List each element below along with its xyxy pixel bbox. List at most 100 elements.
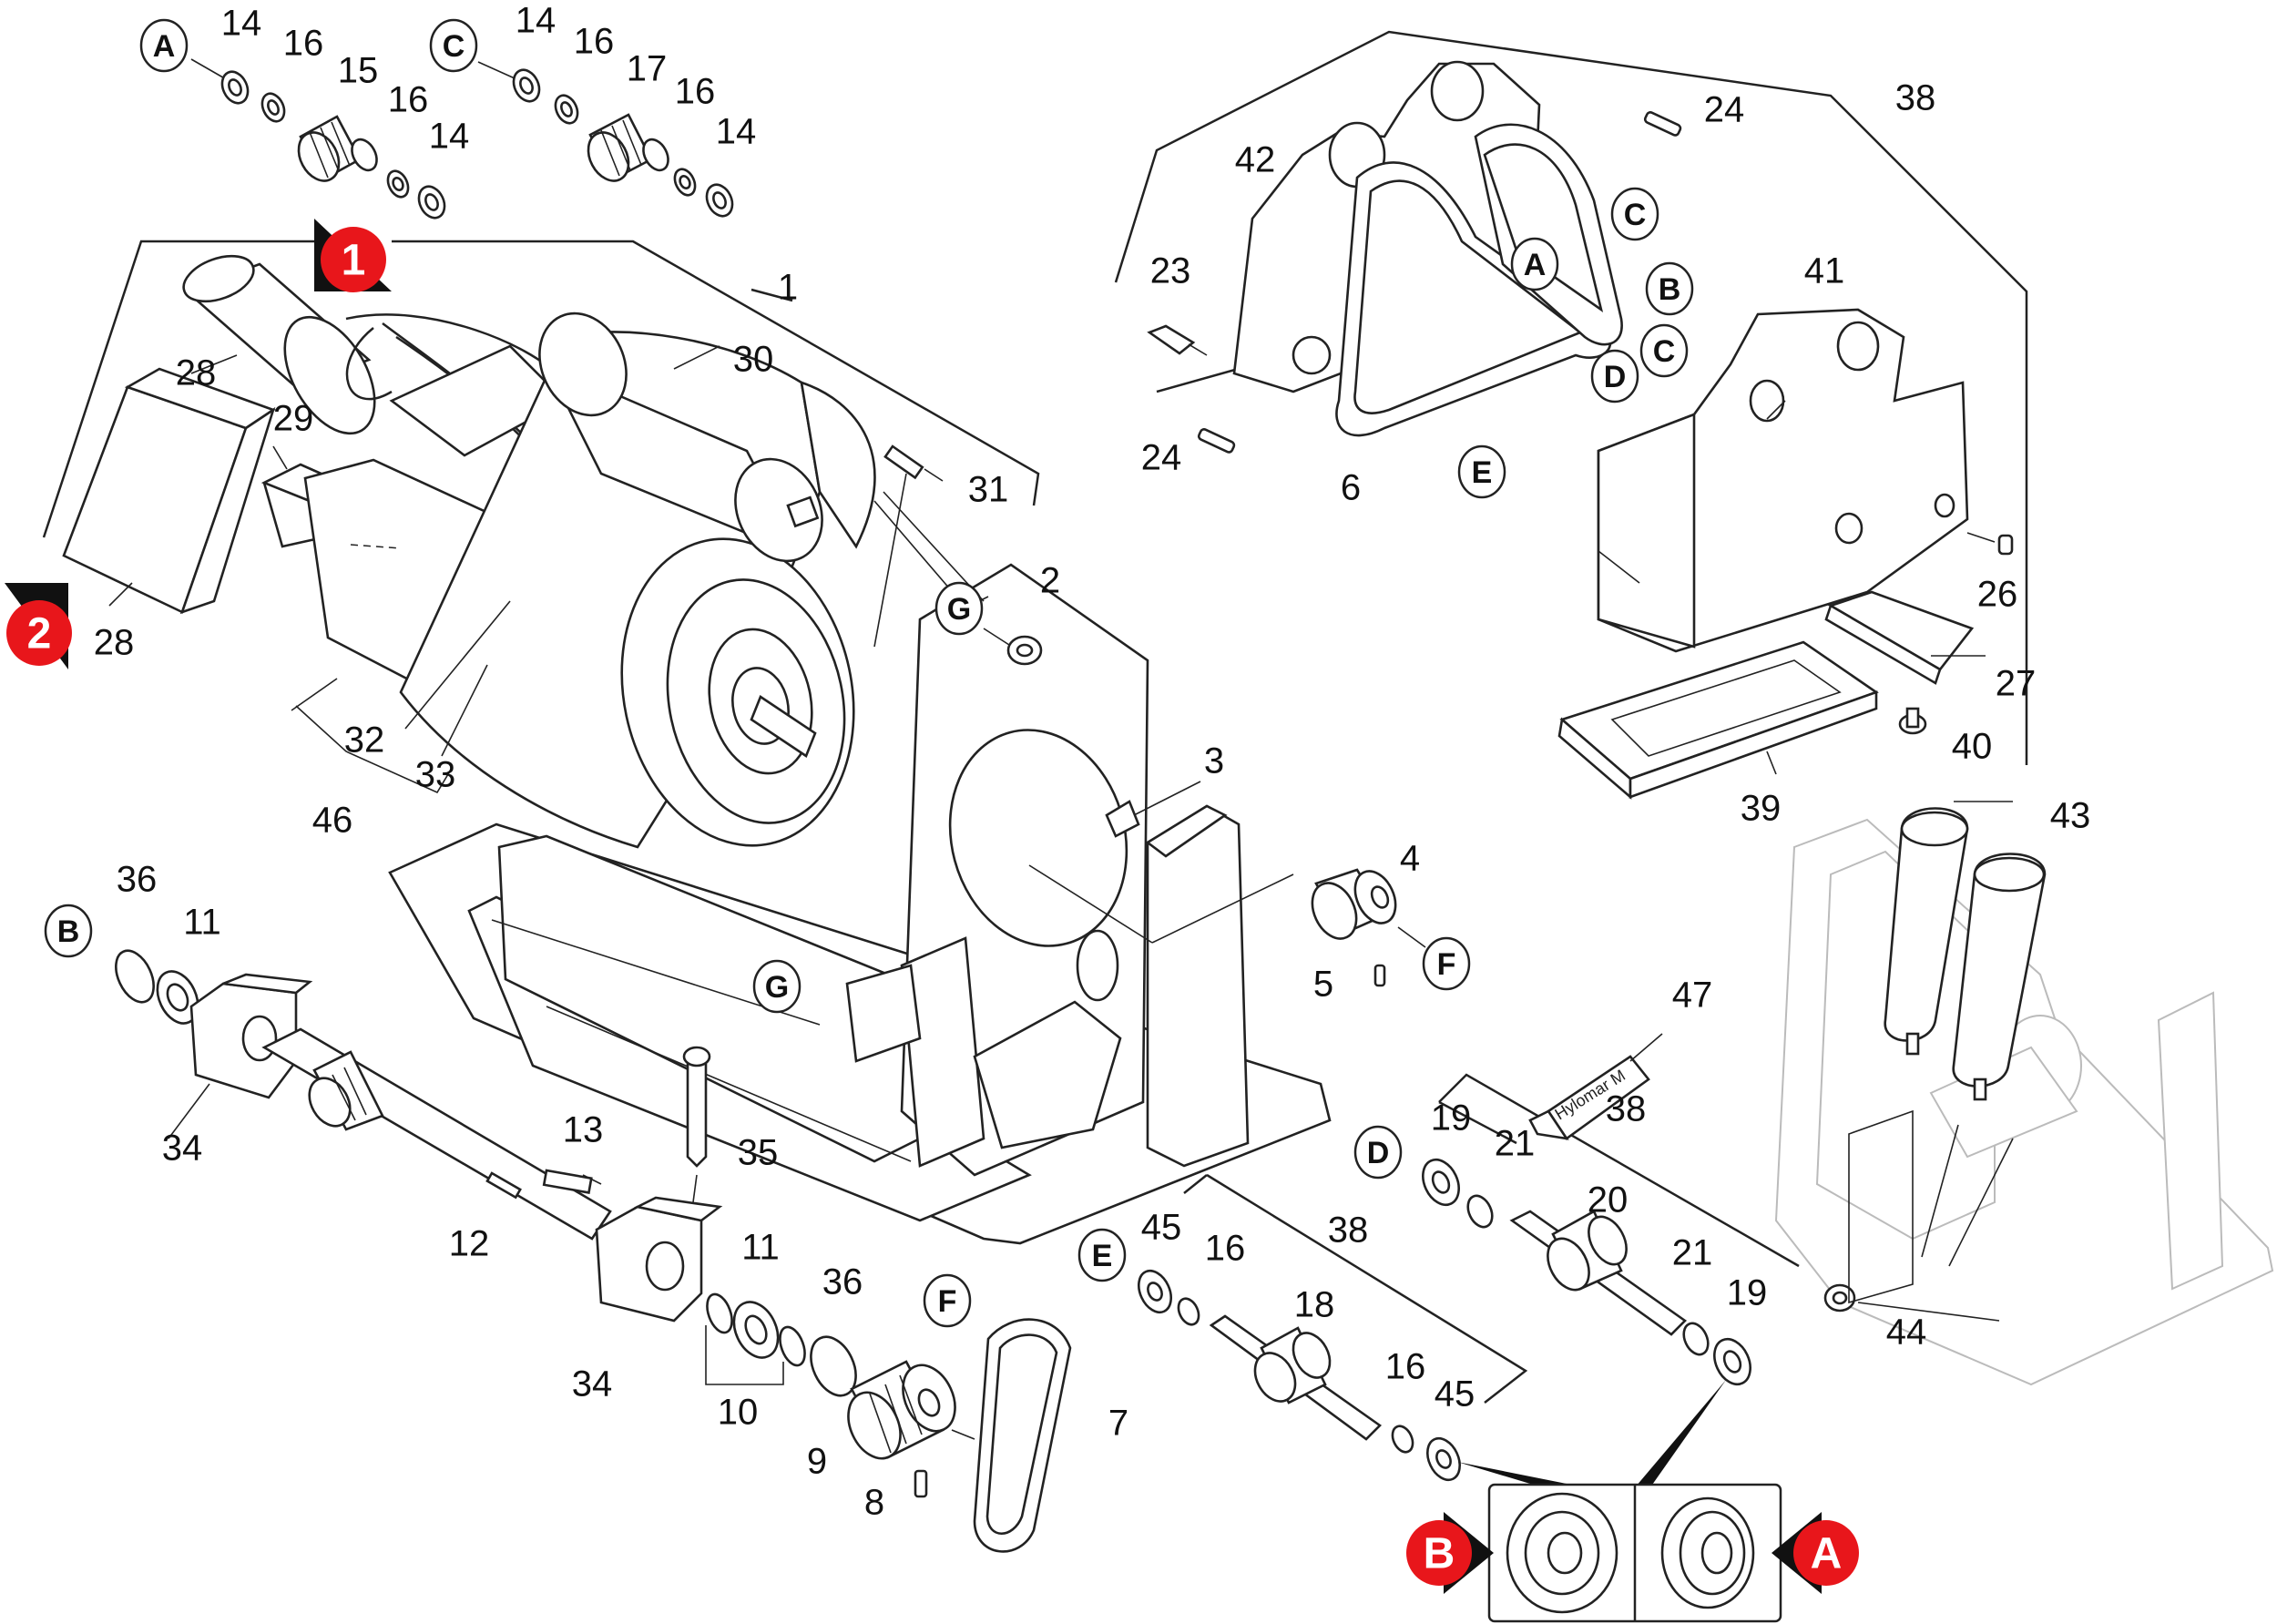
marker-c-belt2: C bbox=[1639, 323, 1689, 378]
marker-d-bearing: D bbox=[1353, 1125, 1403, 1180]
svg-text:G: G bbox=[947, 592, 971, 627]
key-31 bbox=[873, 444, 944, 648]
part-number: 9 bbox=[807, 1442, 827, 1482]
svg-text:C: C bbox=[1624, 198, 1647, 232]
detail-marker-a: A bbox=[1772, 1512, 1859, 1594]
part-number: 7 bbox=[1108, 1404, 1128, 1444]
part-number: 28 bbox=[176, 353, 217, 393]
setscrew-5 bbox=[1373, 964, 1386, 987]
part-number: 16 bbox=[283, 24, 324, 64]
part-number: 24 bbox=[1141, 438, 1182, 478]
view-marker-1: 1 bbox=[314, 219, 392, 292]
leader-lines bbox=[108, 345, 2013, 1322]
motor-assembly bbox=[62, 254, 1332, 1245]
svg-text:E: E bbox=[1092, 1239, 1113, 1273]
svg-text:B: B bbox=[1424, 1530, 1455, 1578]
part-number: 2 bbox=[1040, 561, 1060, 601]
part-number: 16 bbox=[388, 80, 429, 120]
part-number: 34 bbox=[572, 1364, 613, 1404]
motor-assembly-bracket bbox=[42, 240, 1040, 538]
part-number: 38 bbox=[1606, 1089, 1647, 1129]
svg-text:E: E bbox=[1472, 455, 1493, 490]
part-number: 17 bbox=[627, 49, 668, 89]
part-number: 13 bbox=[563, 1110, 604, 1150]
belt-assembly bbox=[1147, 60, 2014, 800]
svg-text:F: F bbox=[1437, 947, 1456, 982]
marker-d-belt: D bbox=[1590, 349, 1639, 403]
part-number: 43 bbox=[2050, 796, 2091, 836]
part-number: 14 bbox=[221, 4, 262, 44]
part-number: 29 bbox=[273, 399, 314, 439]
marker-f-pulley: F bbox=[1422, 936, 1471, 991]
letter-markers: A C C A B C D E bbox=[44, 18, 1694, 1328]
screw-3 bbox=[1105, 781, 1201, 838]
marker-f-belt: F bbox=[923, 1273, 972, 1328]
part-number: 44 bbox=[1886, 1312, 1927, 1353]
part-number: 24 bbox=[1704, 90, 1745, 130]
svg-text:D: D bbox=[1367, 1136, 1390, 1170]
nut-2 bbox=[983, 628, 1043, 666]
part-number: 1 bbox=[778, 268, 798, 308]
part-number: 36 bbox=[117, 860, 158, 900]
marker-e-belt: E bbox=[1457, 444, 1506, 499]
part-number: 14 bbox=[429, 117, 470, 157]
part-number: 16 bbox=[675, 72, 716, 112]
part-number: 21 bbox=[1672, 1233, 1713, 1273]
svg-text:C: C bbox=[443, 29, 465, 64]
part-number: 28 bbox=[94, 623, 135, 663]
part-number: 45 bbox=[1141, 1208, 1182, 1248]
marker-e-bearing: E bbox=[1077, 1228, 1127, 1282]
svg-text:A: A bbox=[1811, 1530, 1843, 1578]
part-number: 42 bbox=[1235, 140, 1276, 180]
svg-text:F: F bbox=[938, 1284, 957, 1319]
part-number: 20 bbox=[1588, 1180, 1629, 1221]
shaft-assembly bbox=[115, 949, 1072, 1553]
part-number: 8 bbox=[864, 1483, 884, 1523]
part-number: 26 bbox=[1977, 575, 2018, 615]
marker-a-belt: A bbox=[1510, 237, 1559, 291]
part-number: 47 bbox=[1672, 975, 1713, 1016]
part-number: 41 bbox=[1804, 251, 1845, 291]
part-number: 14 bbox=[516, 1, 556, 41]
part-number: 35 bbox=[738, 1133, 779, 1173]
marker-c-belt1: C bbox=[1610, 187, 1659, 241]
svg-text:A: A bbox=[1524, 248, 1547, 282]
svg-text:G: G bbox=[765, 970, 789, 1005]
part-number: 30 bbox=[733, 340, 774, 380]
marker-c-top: C bbox=[429, 18, 478, 73]
part-number: 31 bbox=[968, 470, 1009, 510]
part-number: 11 bbox=[183, 903, 221, 943]
part-number: 27 bbox=[1996, 664, 2037, 704]
marker-g-shaft: G bbox=[934, 581, 984, 636]
part-number: 19 bbox=[1431, 1098, 1472, 1139]
part-number: 11 bbox=[741, 1228, 780, 1268]
svg-text:1: 1 bbox=[342, 237, 366, 285]
svg-text:2: 2 bbox=[27, 610, 52, 659]
part-number: 39 bbox=[1741, 789, 1782, 829]
part-number: 38 bbox=[1895, 78, 1936, 118]
part-number: 19 bbox=[1727, 1273, 1768, 1313]
part-number: 5 bbox=[1313, 965, 1333, 1005]
marker-b-belt: B bbox=[1645, 261, 1694, 316]
svg-text:B: B bbox=[1659, 272, 1681, 307]
marker-a-top: A bbox=[139, 18, 189, 73]
svg-text:C: C bbox=[1653, 334, 1676, 369]
part-number: 4 bbox=[1400, 839, 1420, 879]
part-number: 3 bbox=[1204, 741, 1224, 781]
bearing-detail-view bbox=[1487, 1483, 1782, 1623]
part-number-labels: 14 16 15 16 14 14 16 17 16 14 1 28 30 29… bbox=[94, 1, 2091, 1523]
svg-text:B: B bbox=[57, 914, 80, 949]
svg-text:D: D bbox=[1604, 360, 1627, 394]
marker-g-lower: G bbox=[752, 959, 802, 1014]
part-number: 38 bbox=[1328, 1210, 1369, 1251]
part-number: 16 bbox=[1205, 1229, 1246, 1269]
part-number: 15 bbox=[338, 51, 379, 91]
part-number: 36 bbox=[822, 1262, 863, 1302]
part-number: 21 bbox=[1495, 1124, 1536, 1164]
svg-text:A: A bbox=[153, 29, 176, 64]
rollers-43 bbox=[1823, 807, 2047, 1312]
part-number: 33 bbox=[415, 755, 456, 795]
part-number: 34 bbox=[162, 1129, 203, 1169]
part-number: 16 bbox=[574, 22, 615, 62]
